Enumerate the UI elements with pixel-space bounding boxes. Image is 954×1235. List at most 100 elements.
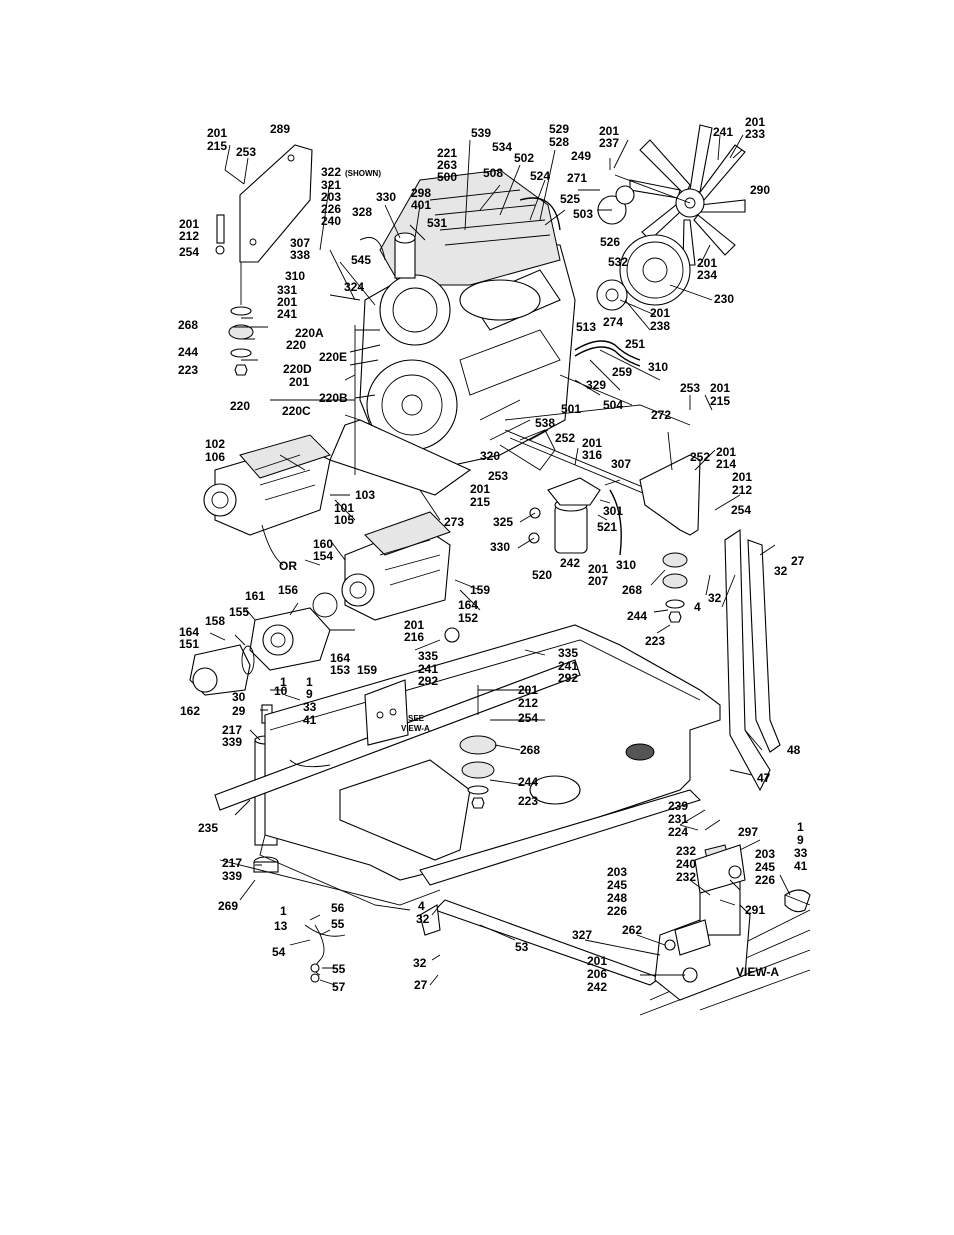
- callout-label: 290: [750, 183, 770, 197]
- view-a-assembly: [639, 809, 811, 1016]
- callout-label: 310: [648, 360, 668, 374]
- callout-label: 48: [787, 743, 801, 757]
- callout-label: 220: [286, 338, 306, 352]
- callout-label: 223: [645, 634, 665, 648]
- callout-label: 57: [332, 980, 346, 994]
- callout-label: 27: [414, 978, 428, 992]
- callout-label: 102: [205, 437, 225, 451]
- callout-label: 159: [470, 583, 490, 597]
- callout-label: 259: [612, 365, 632, 379]
- callout-label: 226: [321, 202, 341, 216]
- callout-label: 223: [518, 794, 538, 808]
- callout-label: 201: [518, 683, 538, 697]
- callout-label: 335: [558, 646, 578, 660]
- callout-label: 164: [330, 651, 350, 665]
- callout-label: 338: [290, 248, 310, 262]
- callout-label: 297: [738, 825, 758, 839]
- callout-label: 233: [745, 127, 765, 141]
- callout-label: 55: [332, 962, 346, 976]
- callout-label: 1: [280, 904, 287, 918]
- callout-label: 310: [616, 558, 636, 572]
- callout-label: 47: [757, 771, 771, 785]
- callout-label: 201: [745, 115, 765, 129]
- callout-label: 215: [207, 139, 227, 153]
- callout-label: 220D: [283, 362, 312, 376]
- callout-label: 331: [277, 283, 297, 297]
- callout-label: 105: [334, 513, 354, 527]
- see-view-ref: VIEW-A: [401, 724, 430, 733]
- callout-label: 153: [330, 663, 350, 677]
- callout-label: 201: [599, 124, 619, 138]
- callout-label: 327: [572, 928, 592, 942]
- callout-label: 223: [178, 363, 198, 377]
- callout-label: 216: [404, 630, 424, 644]
- callout-label: 528: [549, 135, 569, 149]
- callout-label: 238: [650, 319, 670, 333]
- callout-label: 203: [755, 847, 775, 861]
- callout-label: 329: [586, 378, 606, 392]
- callout-label: 244: [178, 345, 198, 359]
- callout-label: 201: [179, 217, 199, 231]
- callout-label: 521: [597, 520, 617, 534]
- callout-label: 531: [427, 216, 447, 230]
- callout-label: 241: [418, 662, 438, 676]
- callout-label: 263: [437, 158, 457, 172]
- callout-label: 232: [676, 870, 696, 884]
- callout-label: 253: [236, 145, 256, 159]
- callout-label: 545: [351, 253, 371, 267]
- callout-label: 292: [558, 671, 578, 685]
- callout-label: 1: [280, 675, 287, 689]
- callout-label: 41: [303, 713, 317, 727]
- callout-label: 212: [179, 229, 199, 243]
- callout-label: 53: [515, 940, 529, 954]
- callout-label: 268: [520, 743, 540, 757]
- callout-label: 203: [321, 190, 341, 204]
- callout-label: 310: [285, 269, 305, 283]
- see-view-note: SEE: [408, 714, 425, 723]
- callout-label: 273: [444, 515, 464, 529]
- callout-label: 13: [274, 919, 288, 933]
- callout-label: 538: [535, 416, 555, 430]
- callout-label: 201: [732, 470, 752, 484]
- callout-label: 335: [418, 649, 438, 663]
- callout-label: 154: [313, 549, 333, 563]
- callout-label: 201: [582, 436, 602, 450]
- callout-label: 151: [179, 637, 199, 651]
- callout-label: 339: [222, 735, 242, 749]
- callout-label: 244: [627, 609, 647, 623]
- callout-label: 155: [229, 605, 249, 619]
- callout-label: 526: [600, 235, 620, 249]
- callout-label: 301: [603, 504, 623, 518]
- callout-label: 248: [607, 891, 627, 905]
- callout-label: 215: [710, 394, 730, 408]
- callout-label: OR: [279, 559, 297, 573]
- callout-label: 242: [587, 980, 607, 994]
- callout-label: 9: [797, 833, 804, 847]
- callout-label: 159: [357, 663, 377, 677]
- callout-label: 27: [791, 554, 805, 568]
- callout-label: 529: [549, 122, 569, 136]
- callout-label: 56: [331, 901, 345, 915]
- callout-label: 9: [306, 687, 313, 701]
- callout-label: 220C: [282, 404, 311, 418]
- callout-label: 201: [697, 256, 717, 270]
- shown-note: (SHOWN): [345, 169, 381, 178]
- callout-label: 534: [492, 140, 512, 154]
- callout-label: 298: [411, 186, 431, 200]
- callout-label: 328: [352, 205, 372, 219]
- callout-label: 251: [625, 337, 645, 351]
- callout-label: 241: [713, 125, 733, 139]
- callout-label: 214: [716, 457, 736, 471]
- callout-label: 161: [245, 589, 265, 603]
- callout-label: 539: [471, 126, 491, 140]
- callout-label: 307: [611, 457, 631, 471]
- callout-label: 220B: [319, 391, 348, 405]
- callout-label: 242: [560, 556, 580, 570]
- callout-label: 201: [716, 445, 736, 459]
- callout-label: 320: [480, 449, 500, 463]
- callout-label: 224: [668, 825, 688, 839]
- callout-label: 240: [321, 214, 341, 228]
- callout-label: 231: [668, 812, 688, 826]
- callout-label: 520: [532, 568, 552, 582]
- callout-label: 244: [518, 775, 538, 789]
